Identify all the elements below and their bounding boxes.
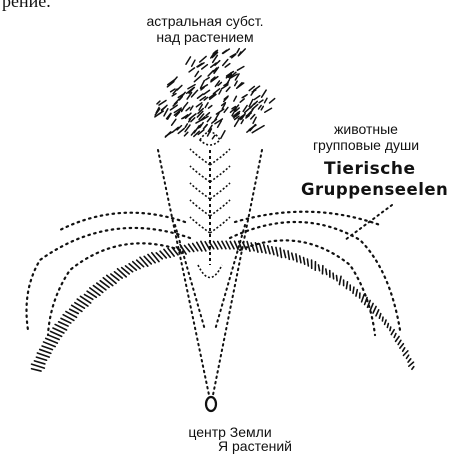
astral-label-line1: астральная субст. [110, 13, 300, 29]
astral-label-line2: над растением [110, 29, 300, 45]
german-label-line1: Tierische [324, 159, 416, 179]
animal-souls-pointer-line [345, 205, 392, 240]
animal-group-soul-streams [27, 212, 401, 335]
earth-center-circle [206, 397, 216, 411]
souls-label-line2: групповые души [296, 137, 436, 153]
german-label-line2: Gruppenseelen [301, 180, 448, 199]
astral-substance-label: астральная субст. над растением [110, 13, 300, 45]
plant-self-text: Я растений [180, 438, 330, 454]
plant-stem-leaves [190, 132, 230, 278]
astral-substance-cloud [155, 49, 275, 139]
souls-label-line1: животные [296, 121, 436, 137]
plant-self-label: Я растений [180, 438, 330, 454]
animal-group-souls-label: животные групповые души [296, 121, 436, 153]
